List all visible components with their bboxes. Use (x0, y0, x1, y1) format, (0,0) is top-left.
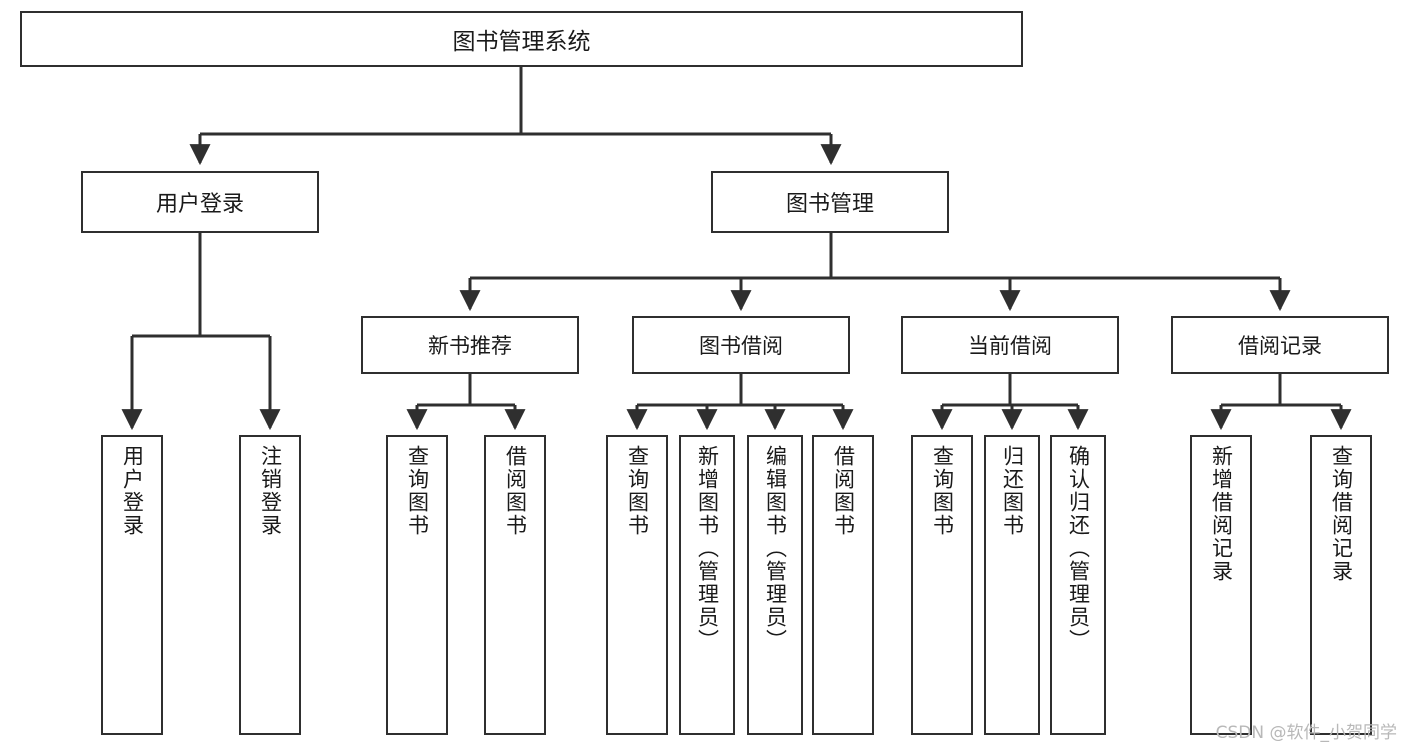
node-leaf-query-record[interactable]: 查询借阅记录 (1310, 435, 1372, 735)
node-user-login-label: 用户登录 (155, 192, 244, 217)
node-leaf-edit-book-label: 编辑图书（管理员） (763, 445, 788, 652)
node-book-manage-label: 图书管理 (785, 192, 874, 217)
node-leaf-confirm-return-label: 确认归还（管理员） (1066, 445, 1091, 652)
node-leaf-user-logout-label: 注销登录 (258, 445, 283, 537)
node-leaf-query-book-3-label: 查询图书 (930, 445, 955, 537)
node-borrow-record[interactable]: 借阅记录 (1171, 316, 1389, 374)
node-current-borrow[interactable]: 当前借阅 (901, 316, 1119, 374)
node-leaf-add-book[interactable]: 新增图书（管理员） (679, 435, 735, 735)
node-book-borrow-label: 图书借阅 (699, 334, 783, 358)
node-leaf-add-book-label: 新增图书（管理员） (695, 445, 720, 652)
node-leaf-query-book-2[interactable]: 查询图书 (606, 435, 668, 735)
node-root[interactable]: 图书管理系统 (20, 11, 1023, 67)
node-leaf-return-book[interactable]: 归还图书 (984, 435, 1040, 735)
node-leaf-borrow-book-1[interactable]: 借阅图书 (484, 435, 546, 735)
node-leaf-user-login[interactable]: 用户登录 (101, 435, 163, 735)
node-leaf-query-record-label: 查询借阅记录 (1329, 445, 1354, 583)
csdn-watermark: CSDN @软件_小贺同学 (1215, 723, 1397, 743)
node-borrow-record-label: 借阅记录 (1238, 334, 1322, 358)
node-root-label: 图书管理系统 (452, 29, 591, 55)
node-new-book-rec[interactable]: 新书推荐 (361, 316, 579, 374)
node-leaf-edit-book[interactable]: 编辑图书（管理员） (747, 435, 803, 735)
node-leaf-query-book-3[interactable]: 查询图书 (911, 435, 973, 735)
node-leaf-return-book-label: 归还图书 (1000, 445, 1025, 537)
node-leaf-query-book-2-label: 查询图书 (625, 445, 650, 537)
node-leaf-user-login-label: 用户登录 (120, 445, 145, 537)
node-leaf-borrow-book-2[interactable]: 借阅图书 (812, 435, 874, 735)
node-leaf-borrow-book-1-label: 借阅图书 (503, 445, 528, 537)
node-user-login[interactable]: 用户登录 (81, 171, 319, 233)
node-current-borrow-label: 当前借阅 (968, 334, 1052, 358)
node-book-manage[interactable]: 图书管理 (711, 171, 949, 233)
node-new-book-rec-label: 新书推荐 (428, 334, 512, 358)
node-leaf-confirm-return[interactable]: 确认归还（管理员） (1050, 435, 1106, 735)
node-book-borrow[interactable]: 图书借阅 (632, 316, 850, 374)
node-leaf-add-record[interactable]: 新增借阅记录 (1190, 435, 1252, 735)
node-leaf-query-book-1-label: 查询图书 (405, 445, 430, 537)
node-leaf-add-record-label: 新增借阅记录 (1209, 445, 1234, 583)
node-leaf-user-logout[interactable]: 注销登录 (239, 435, 301, 735)
node-leaf-query-book-1[interactable]: 查询图书 (386, 435, 448, 735)
node-leaf-borrow-book-2-label: 借阅图书 (831, 445, 856, 537)
